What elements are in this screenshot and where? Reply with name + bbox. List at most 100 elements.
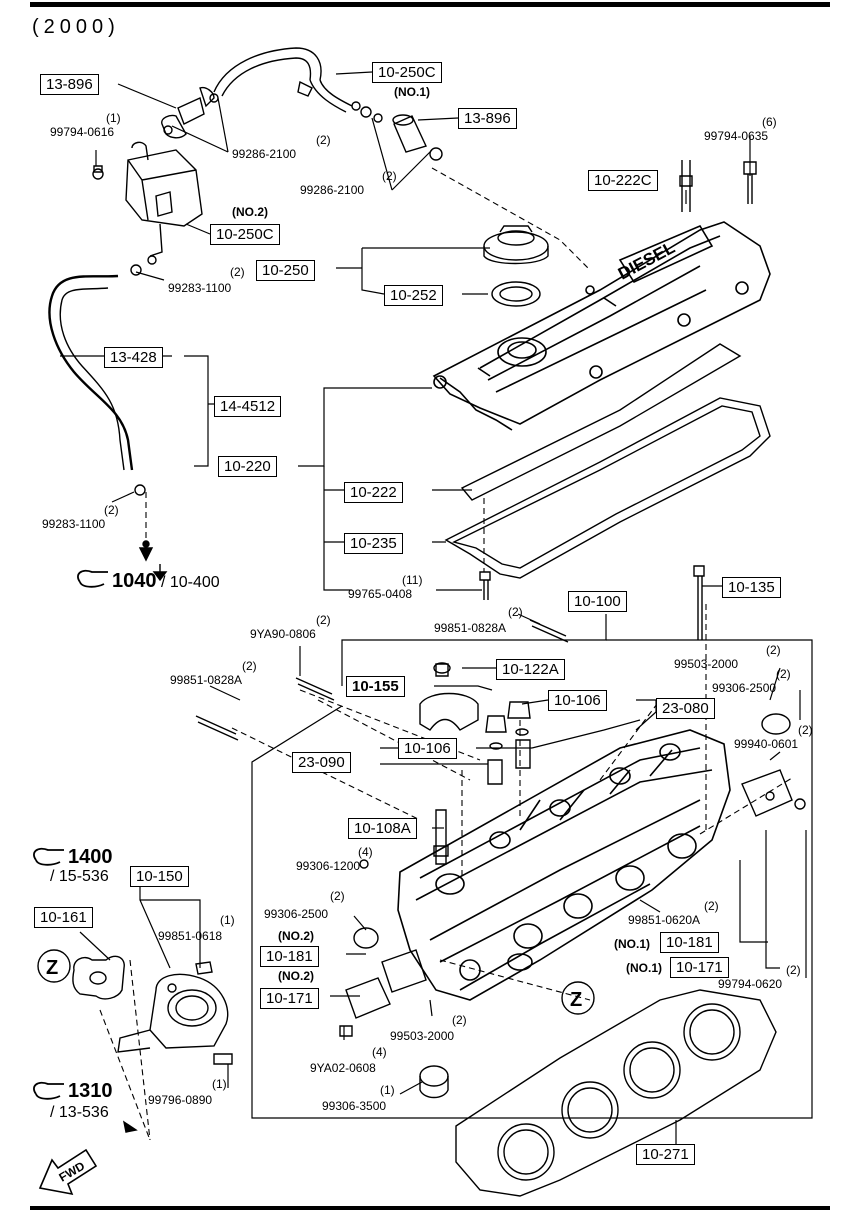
- qty-9ya90-0806: (2): [316, 613, 331, 627]
- head-cover-gasket: [444, 343, 771, 579]
- reference-1310-number: 1310: [68, 1080, 113, 1102]
- label-9ya02-0608: 9YA02-0608: [310, 1061, 376, 1075]
- part-box-13-896-left[interactable]: 13-896: [40, 74, 99, 95]
- label-99503-2000-right: 99503-2000: [674, 657, 739, 671]
- part-box-10-181-no2[interactable]: 10-181: [260, 946, 319, 967]
- label-no2-plate: (NO.2): [278, 969, 314, 983]
- qty-99794-0620: (2): [786, 963, 801, 977]
- top-rule: [30, 2, 830, 7]
- reference-hands: [33, 569, 108, 1100]
- label-99286-2100-left: 99286-2100: [232, 147, 297, 161]
- label-99794-0616: 99794-0616: [50, 125, 115, 139]
- qty-99794-0635: (6): [762, 115, 777, 129]
- part-box-10-252[interactable]: 10-252: [384, 285, 443, 306]
- dashed-alignment: [99, 167, 793, 1141]
- bottom-rule: [30, 1206, 830, 1210]
- qty-99306-3500: (1): [380, 1083, 395, 1097]
- part-box-10-250c-no2[interactable]: 10-250C: [210, 224, 280, 245]
- valve-parts: [339, 662, 806, 1099]
- label-99851-0828a-left: 99851-0828A: [170, 673, 243, 687]
- label-no2-separator: (NO.2): [232, 205, 268, 219]
- part-box-10-222c[interactable]: 10-222C: [588, 170, 658, 191]
- cylinder-head-cover: [432, 221, 771, 431]
- qty-99286-2100-right: (2): [382, 169, 397, 183]
- qty-99286-2100-left: (2): [316, 133, 331, 147]
- label-99306-2500-left: 99306-2500: [264, 907, 329, 921]
- label-99794-0635: 99794-0635: [704, 129, 769, 143]
- cover-studs: [679, 160, 757, 212]
- part-box-13-428[interactable]: 13-428: [104, 347, 163, 368]
- label-99306-3500: 99306-3500: [322, 1099, 387, 1113]
- part-box-10-222[interactable]: 10-222: [344, 482, 403, 503]
- zone-z-left: [37, 949, 71, 983]
- part-box-10-106-upper[interactable]: 10-106: [548, 690, 607, 711]
- reference-1400-page: / 15-536: [50, 868, 109, 885]
- label-99794-0620: 99794-0620: [718, 977, 783, 991]
- label-99306-1200: 99306-1200: [296, 859, 361, 873]
- pcv-hose: [48, 274, 134, 471]
- part-box-10-122a[interactable]: 10-122A: [496, 659, 565, 680]
- breather-hose-upper: [161, 47, 443, 161]
- label-99851-0618: 99851-0618: [158, 929, 223, 943]
- zone-markers: [37, 949, 595, 1015]
- part-box-23-080[interactable]: 23-080: [656, 698, 715, 719]
- part-box-10-100[interactable]: 10-100: [568, 591, 627, 612]
- leader-lines: [60, 71, 813, 1144]
- part-box-10-150[interactable]: 10-150: [130, 866, 189, 887]
- part-box-10-220[interactable]: 10-220: [218, 456, 277, 477]
- part-box-13-896-right[interactable]: 13-896: [458, 108, 517, 129]
- part-box-23-090[interactable]: 23-090: [292, 752, 351, 773]
- qty-99851-0618: (1): [220, 913, 235, 927]
- label-9ya90-0806: 9YA90-0806: [250, 627, 316, 641]
- qty-99851-0620a: (2): [704, 899, 719, 913]
- part-box-14-4512[interactable]: 14-4512: [214, 396, 282, 417]
- part-box-10-161[interactable]: 10-161: [34, 907, 93, 928]
- label-99796-0890: 99796-0890: [148, 1093, 213, 1107]
- part-box-10-135[interactable]: 10-135: [722, 577, 781, 598]
- water-outlet: [72, 955, 233, 1065]
- label-99286-2100-right: 99286-2100: [300, 183, 365, 197]
- reference-1400[interactable]: 1400: [68, 846, 113, 869]
- qty-99306-2500-right: (2): [776, 667, 791, 681]
- qty-99940-0601: (2): [798, 723, 813, 737]
- label-no1-top: (NO.1): [394, 85, 430, 99]
- label-99851-0620a: 99851-0620A: [628, 913, 701, 927]
- reference-1310-page: / 13-536: [50, 1104, 109, 1121]
- qty-99851-0828a-left: (2): [242, 659, 257, 673]
- part-box-10-171-no2[interactable]: 10-171: [260, 988, 319, 1009]
- model-year: (2000): [32, 16, 120, 38]
- label-99283-1100-lower: 99283-1100: [42, 517, 106, 531]
- cover-bolts: [195, 565, 705, 741]
- cylinder-head: [397, 729, 731, 1001]
- label-99306-2500-right: 99306-2500: [712, 681, 777, 695]
- reference-1310[interactable]: 1310: [68, 1080, 113, 1103]
- part-box-10-106-lower[interactable]: 10-106: [398, 738, 457, 759]
- reference-1040[interactable]: 1040 / 10-400: [112, 570, 220, 593]
- reference-1040-number: 1040: [112, 570, 157, 592]
- zone-z-left-text: Z: [46, 957, 58, 979]
- cylinder-head-gasket: [455, 989, 777, 1197]
- part-box-10-250[interactable]: 10-250: [256, 260, 315, 281]
- part-box-10-271[interactable]: 10-271: [636, 1144, 695, 1165]
- part-box-10-250c-no1[interactable]: 10-250C: [372, 62, 442, 83]
- qty-99283-1100-lower: (2): [104, 503, 119, 517]
- zone-z-right: [561, 981, 595, 1015]
- part-box-10-235[interactable]: 10-235: [344, 533, 403, 554]
- part-box-10-171-no1[interactable]: 10-171: [670, 957, 729, 978]
- part-box-10-108a[interactable]: 10-108A: [348, 818, 417, 839]
- oil-separator: [92, 141, 203, 276]
- qty-99765-0408: (11): [402, 573, 423, 587]
- zone-z-right-text: Z: [570, 989, 582, 1011]
- qty-99283-1100-upper: (2): [230, 265, 245, 279]
- label-99851-0828a-upper: 99851-0828A: [434, 621, 507, 635]
- part-box-10-181-no1[interactable]: 10-181: [660, 932, 719, 953]
- qty-99794-0616: (1): [106, 111, 121, 125]
- part-box-10-155[interactable]: 10-155: [346, 676, 405, 697]
- label-99940-0601: 99940-0601: [734, 737, 799, 751]
- qty-99503-2000-right: (2): [766, 643, 781, 657]
- label-99283-1100-upper: 99283-1100: [168, 281, 232, 295]
- label-99503-2000-left: 99503-2000: [390, 1029, 455, 1043]
- label-no1-plate: (NO.1): [626, 961, 662, 975]
- label-no2-gasket: (NO.2): [278, 929, 314, 943]
